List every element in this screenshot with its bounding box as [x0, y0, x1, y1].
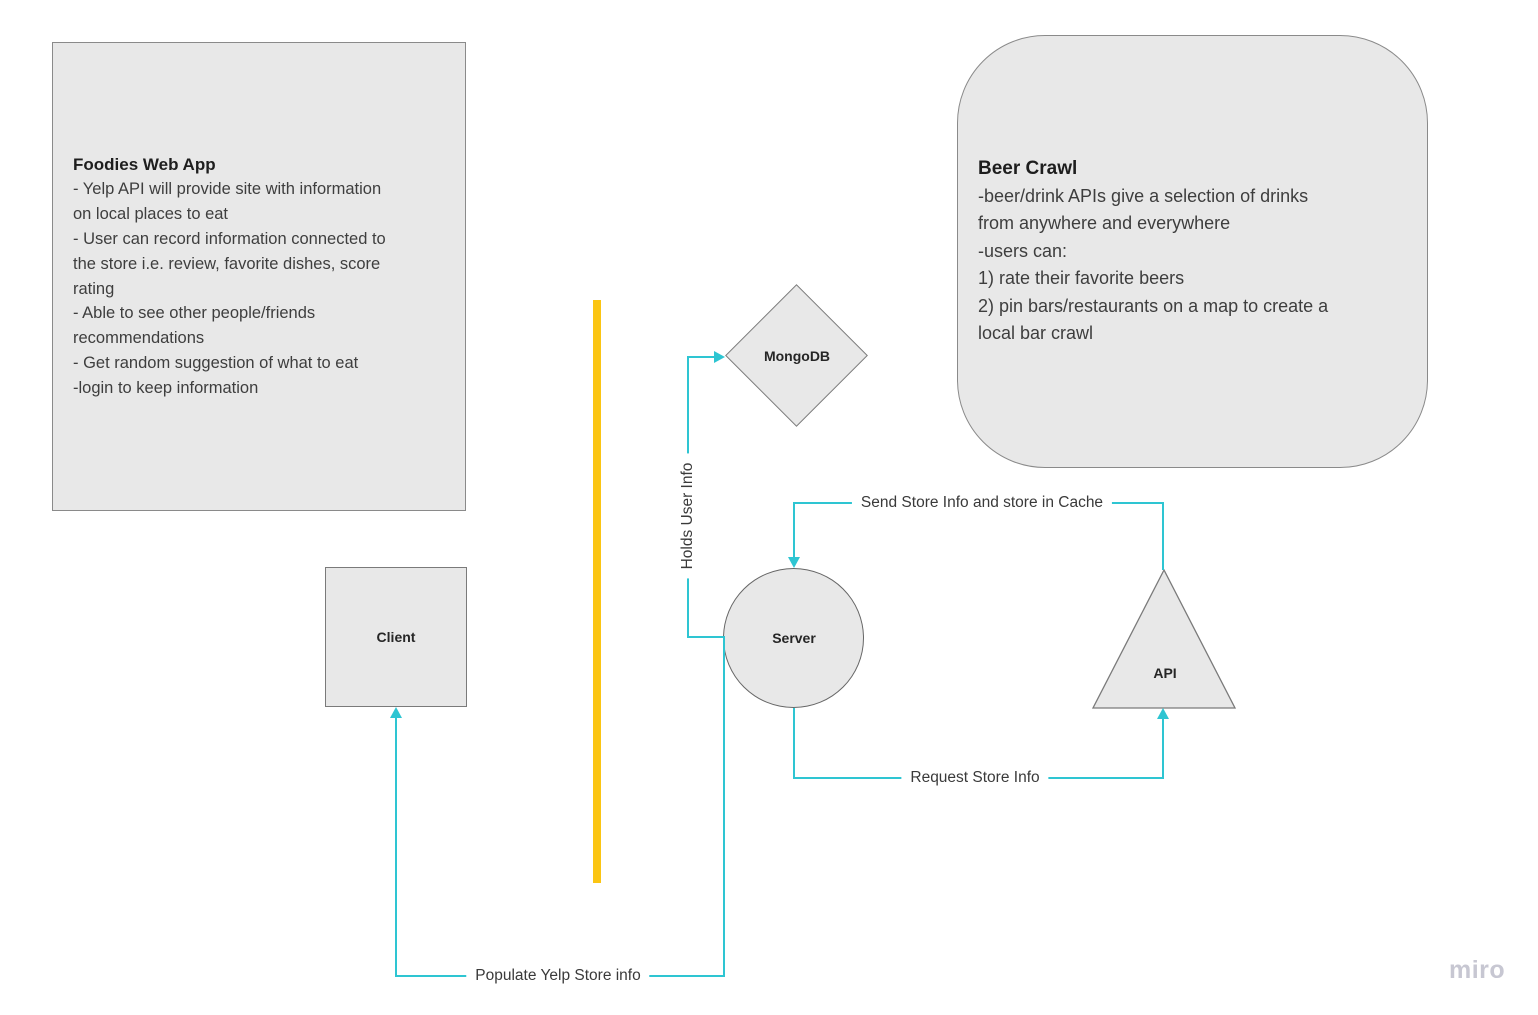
note-foodies-body: - Yelp API will provide site with inform…: [73, 180, 386, 397]
arrowhead-icon: [788, 557, 800, 568]
connector-segment: [723, 637, 725, 977]
api-label: API: [1153, 665, 1177, 681]
connector-segment: [793, 708, 795, 779]
note-foodies-title: Foodies Web App: [73, 154, 216, 174]
note-beer-body: -beer/drink APIs give a selection of dri…: [978, 185, 1329, 344]
divider-line[interactable]: [593, 300, 601, 883]
client-label: Client: [376, 629, 416, 645]
shape-server-circle[interactable]: [723, 568, 864, 708]
note-foodies-web-app[interactable]: Foodies Web App - Yelp API will provide …: [52, 42, 466, 511]
connector-label-send-store-info: Send Store Info and store in Cache: [851, 492, 1113, 514]
note-beer-crawl[interactable]: Beer Crawl -beer/drink APIs give a selec…: [957, 35, 1428, 468]
connector-label-holds-user-info: Holds User Info: [677, 453, 699, 579]
miro-logo: miro: [1449, 956, 1506, 984]
connector-label-populate-yelp: Populate Yelp Store info: [466, 965, 650, 987]
arrowhead-icon: [1157, 708, 1169, 719]
shape-client-rectangle[interactable]: [325, 567, 467, 707]
server-label: Server: [772, 630, 816, 646]
shape-api-triangle[interactable]: [1092, 569, 1236, 709]
connector-segment: [1162, 719, 1164, 779]
mongodb-label: MongoDB: [763, 348, 831, 364]
connector-segment: [687, 356, 715, 358]
arrowhead-icon: [714, 351, 725, 363]
connector-segment: [687, 636, 725, 638]
note-beer-title: Beer Crawl: [978, 157, 1078, 179]
connector-label-request-store-info: Request Store Info: [901, 767, 1049, 789]
arrowhead-icon: [390, 707, 402, 718]
connector-segment: [793, 502, 795, 558]
connector-segment: [395, 718, 397, 976]
connector-segment: [1162, 502, 1164, 570]
